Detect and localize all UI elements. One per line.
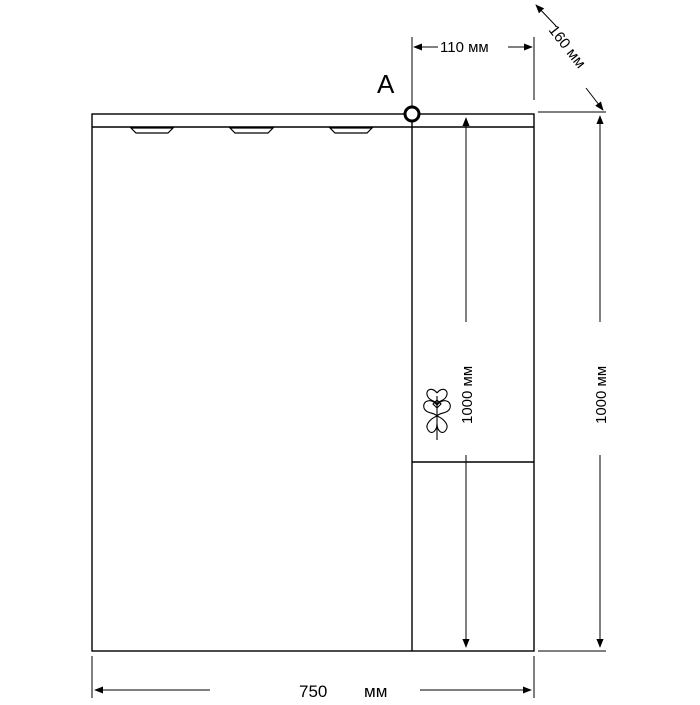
dim-total-width-value: 750 — [299, 682, 327, 700]
dim-top-width — [411, 37, 535, 106]
cabinet-outline — [91, 113, 535, 652]
top-lights — [129, 127, 374, 134]
dim-top-width-label: 110 мм — [440, 39, 489, 56]
dim-depth-label: 160 мм — [545, 22, 589, 72]
ornament-handle-icon — [423, 388, 451, 440]
light-3 — [328, 127, 374, 134]
dim-inner-height-label: 1000 мм — [459, 366, 476, 424]
light-2 — [228, 127, 275, 134]
point-a-circle — [403, 105, 421, 123]
cabinet-frame — [91, 113, 535, 652]
dim-depth — [535, 4, 606, 113]
dim-outer-height — [538, 115, 606, 652]
dim-outer-height-label: 1000 мм — [593, 366, 610, 424]
dim-total-width-unit: мм — [364, 682, 387, 700]
dim-total-width — [91, 656, 535, 698]
light-1 — [129, 127, 175, 134]
dim-depth-arrow-down — [585, 87, 604, 111]
dim-depth-arrow-up — [535, 4, 557, 27]
point-a-label: A — [377, 69, 395, 99]
